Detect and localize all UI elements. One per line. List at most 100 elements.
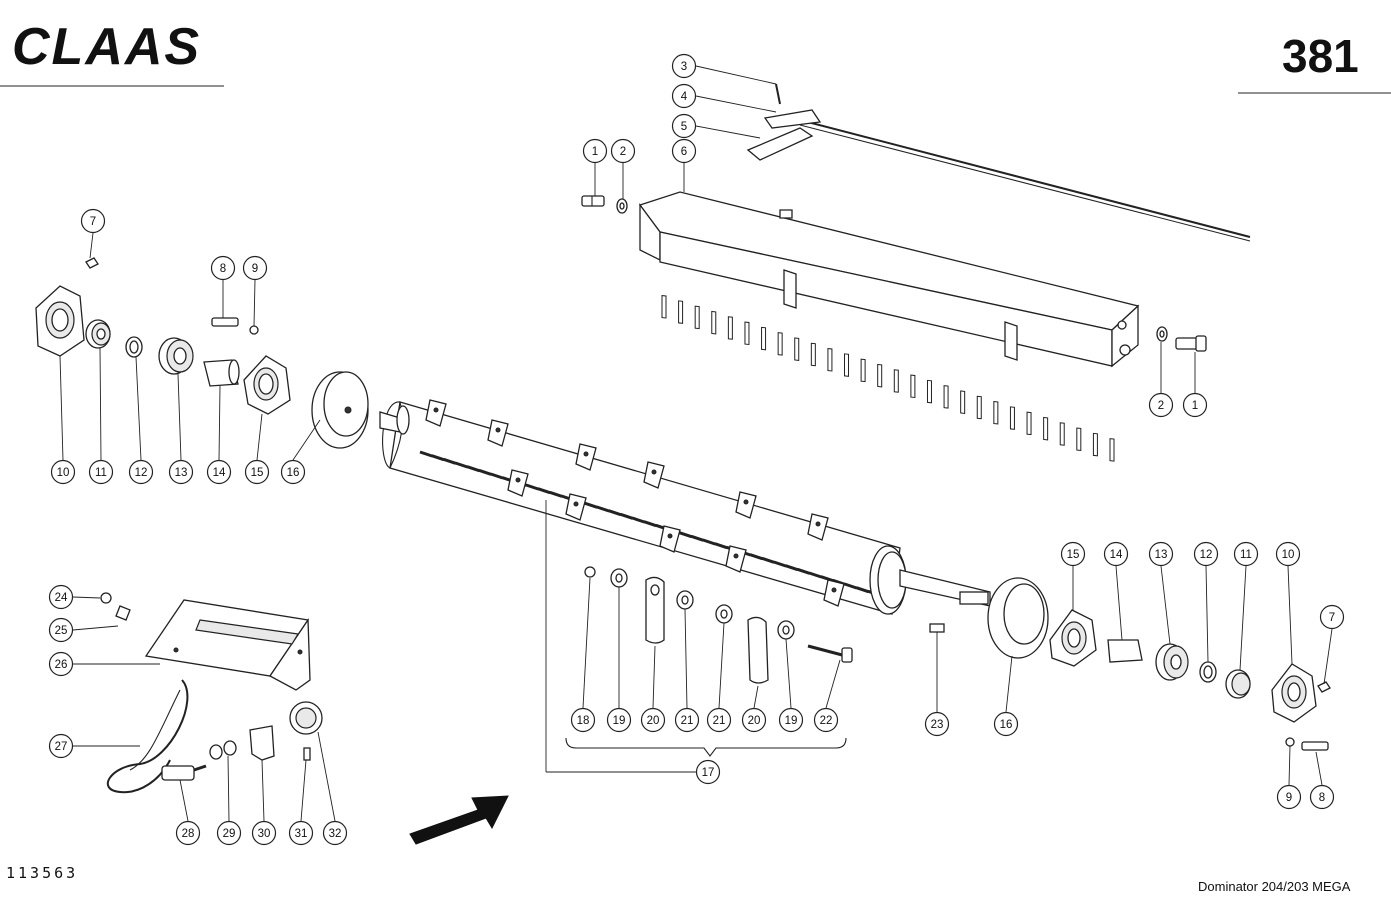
finger-slot [1009, 406, 1015, 430]
callout-label: 24 [55, 592, 68, 604]
flight-bolt [573, 501, 579, 507]
auger-assembly [379, 399, 991, 615]
callout: 19 [606, 707, 632, 733]
flight-bolt [433, 407, 439, 413]
callout-circle [813, 707, 839, 733]
auger-flight [575, 443, 597, 471]
callout-circle [640, 707, 666, 733]
callout: 30 [251, 820, 277, 846]
callout-label: 19 [785, 715, 798, 727]
callout-circle [1103, 541, 1129, 567]
callout: 21 [706, 707, 732, 733]
callout: 24 [48, 584, 74, 610]
callout-circle [80, 208, 106, 234]
auger-shade [466, 465, 480, 473]
finger-slot [744, 321, 750, 346]
callout-circle [50, 459, 76, 485]
finger-slot [711, 310, 717, 335]
model-label: Dominator 204/203 MEGA [1198, 879, 1351, 894]
callout: 1 [1182, 392, 1208, 418]
callout: 32 [322, 820, 348, 846]
leader-line [825, 659, 841, 709]
callout-label: 25 [55, 625, 68, 637]
finger-slot [1109, 438, 1115, 462]
leader-line [1315, 751, 1323, 786]
auger-shade [796, 567, 810, 575]
callout-circle [695, 759, 721, 785]
flight-bolt [743, 499, 749, 505]
flight-bolt [495, 427, 501, 433]
auger-shade [454, 461, 468, 469]
flight-bolt [583, 451, 589, 457]
leader-line [261, 759, 265, 822]
leader-line [695, 125, 761, 139]
finger-slot [810, 342, 816, 367]
callout-label: 19 [613, 715, 626, 727]
callout-circle [48, 733, 74, 759]
leader-line [1239, 565, 1247, 671]
callout-circle [674, 707, 700, 733]
callout-circle [1193, 541, 1219, 567]
callout: 29 [216, 820, 242, 846]
callout: 21 [674, 707, 700, 733]
callout: 12 [1193, 541, 1219, 567]
left-bearing-row [35, 257, 369, 449]
flight-bolt [515, 477, 521, 483]
finger-slot [727, 316, 733, 340]
callout: 11 [88, 459, 114, 485]
leader-line [582, 577, 591, 709]
flight-bolt [667, 533, 673, 539]
finger-slot [777, 332, 783, 356]
callout-label: 30 [258, 828, 271, 840]
callout-circle [606, 707, 632, 733]
callout-label: 15 [1067, 549, 1080, 561]
callout: 5 [671, 113, 697, 139]
callout-label: 10 [57, 467, 70, 479]
callout-label: 21 [681, 715, 694, 727]
auger-shade [431, 454, 445, 462]
callout: 2 [1148, 392, 1174, 418]
callout-label: 1 [592, 146, 598, 158]
callout-circle [1309, 784, 1335, 810]
flight-bolt [815, 521, 821, 527]
callout: 15 [1060, 541, 1086, 567]
auger-flight [507, 469, 529, 497]
callout: 14 [1103, 541, 1129, 567]
callout-circle [48, 651, 74, 677]
callout: 16 [993, 711, 1019, 737]
leader-line [1287, 565, 1293, 665]
leader-line [317, 731, 336, 822]
auger-shade [549, 490, 563, 498]
auger-flight [487, 419, 509, 447]
leader-line [695, 65, 777, 85]
callout-label: 23 [931, 719, 944, 731]
callout-label: 27 [55, 741, 68, 753]
leader-line [135, 356, 142, 461]
auger-shade [537, 487, 551, 495]
callout-label: 16 [1000, 719, 1013, 731]
auger-flight [823, 579, 845, 607]
callout: 8 [210, 255, 236, 281]
callout-label: 15 [251, 467, 264, 479]
callout: 12 [128, 459, 154, 485]
callout-circle [128, 459, 154, 485]
auger-shade [596, 505, 610, 513]
auger-shade [773, 560, 787, 568]
leader-line [1160, 565, 1171, 645]
callout: 7 [80, 208, 106, 234]
callout: 16 [280, 459, 306, 485]
leader-line [253, 279, 256, 327]
callout: 3 [671, 53, 697, 79]
arrow-icon [409, 795, 509, 845]
callout: 14 [206, 459, 232, 485]
callout-label: 5 [681, 121, 687, 133]
callout-label: 8 [220, 263, 226, 275]
callout-circle [1148, 392, 1174, 418]
auger-shade [419, 450, 433, 458]
auger-shade [844, 582, 858, 590]
callout-circle [1060, 541, 1086, 567]
callout: 10 [50, 459, 76, 485]
leader-line [652, 645, 656, 709]
callout-label: 12 [1200, 549, 1213, 561]
callout: 26 [48, 651, 74, 677]
